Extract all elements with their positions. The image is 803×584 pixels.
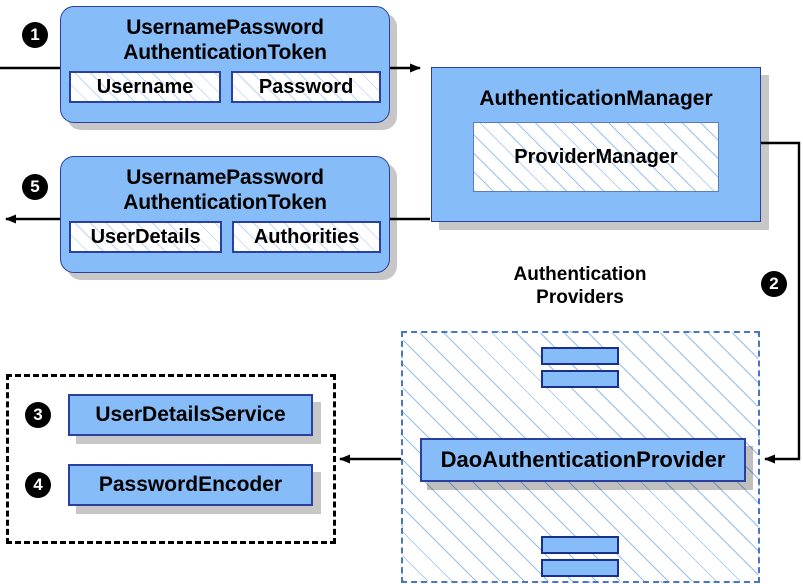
response-token-title: UsernamePassword AuthenticationToken [61,165,389,215]
user-details-slot[interactable]: UserDetails [69,221,223,253]
step-bullet-4-number: 4 [33,475,43,494]
user-details-service-label: UserDetailsService [95,403,286,426]
request-token-node[interactable]: UsernamePassword AuthenticationToken Use… [60,6,390,123]
password-encoder-node[interactable]: PasswordEncoder [68,464,313,506]
step-bullet-3: 3 [25,402,51,428]
request-token-title-line2: AuthenticationToken [123,41,327,64]
request-token-title-line1: UsernamePassword [126,16,324,39]
password-slot[interactable]: Password [231,71,382,103]
authorities-slot[interactable]: Authorities [232,221,381,253]
request-token-title: UsernamePassword AuthenticationToken [61,15,389,65]
providers-caption-line2: Providers [536,287,624,308]
password-encoder-label: PasswordEncoder [98,473,283,496]
manager-to-dao-arrow [761,141,801,464]
response-token-node[interactable]: UsernamePassword AuthenticationToken Use… [60,156,390,273]
provider-placeholder-top-2 [541,370,619,388]
step-bullet-1: 1 [22,22,48,48]
providers-caption-line1: Authentication [513,264,647,285]
response-token-title-line2: AuthenticationToken [123,191,327,214]
authentication-manager-title: AuthenticationManager [479,87,713,110]
authentication-providers-caption: Authentication Providers [478,263,682,309]
provider-manager-label: ProviderManager [514,145,678,168]
step-bullet-2-number: 2 [769,274,779,293]
provider-placeholder-bottom-1 [541,536,619,554]
provider-manager-node[interactable]: ProviderManager [473,122,719,192]
username-slot[interactable]: Username [69,71,222,103]
step-bullet-4: 4 [25,472,51,498]
request-token-slots: Username Password [61,71,389,103]
dao-authentication-provider-label: DaoAuthenticationProvider [440,447,726,472]
provider-placeholder-top-1 [541,347,619,365]
step-bullet-1-number: 1 [30,25,40,44]
step-bullet-5: 5 [22,174,48,200]
step-bullet-5-number: 5 [30,177,40,196]
authentication-manager-node[interactable]: AuthenticationManager ProviderManager [431,67,761,222]
provider-placeholder-bottom-2 [541,559,619,577]
user-details-service-node[interactable]: UserDetailsService [68,394,313,436]
step-bullet-2: 2 [761,271,787,297]
dao-authentication-provider-node[interactable]: DaoAuthenticationProvider [420,438,746,482]
response-token-slots: UserDetails Authorities [61,221,389,253]
response-token-title-line1: UsernamePassword [126,166,324,189]
step-bullet-3-number: 3 [33,405,43,424]
